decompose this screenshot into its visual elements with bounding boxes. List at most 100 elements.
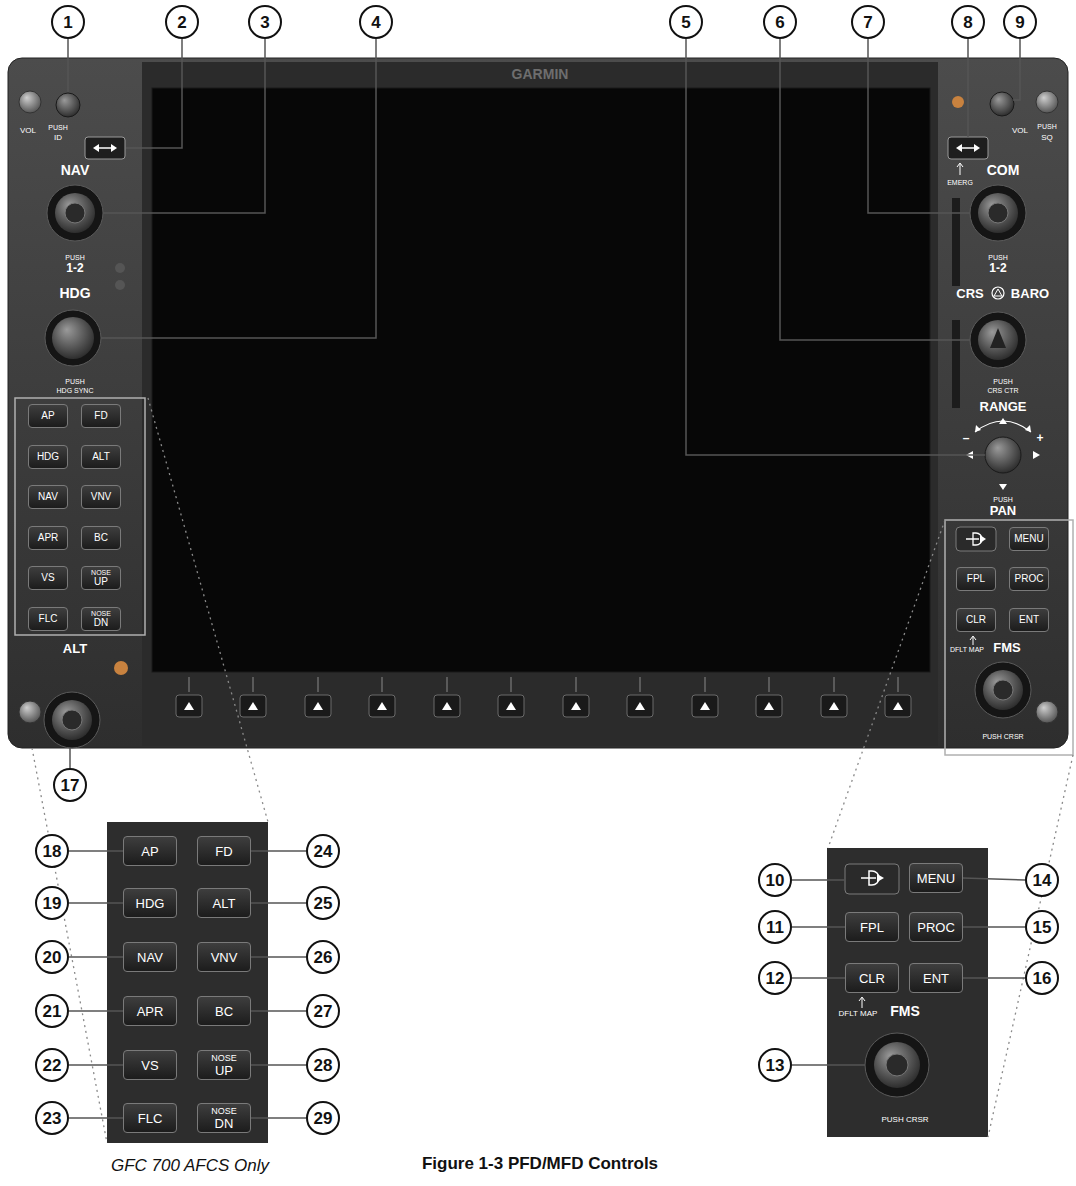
key-button: VNV: [197, 942, 251, 972]
fms-knob: [865, 1033, 929, 1097]
brand-logo: GARMIN: [512, 67, 569, 81]
callout-label: 10: [766, 872, 785, 889]
callout-label: 5: [681, 14, 690, 31]
button-label: VNV: [211, 951, 238, 964]
leader-line: [69, 1010, 123, 1012]
inset-note: GFC 700 AFCS Only: [111, 1157, 269, 1174]
button-label: VS: [41, 573, 54, 583]
panel-label: DFLT MAP: [839, 1010, 878, 1018]
dflt-map-arrow: [859, 997, 865, 1008]
softkey-arrow: [313, 702, 323, 710]
key-button: PROC: [909, 912, 963, 942]
key-button: FD: [197, 836, 251, 866]
zoom-line: [828, 520, 945, 848]
screen-frame: [142, 62, 938, 746]
swap-arrow: [962, 147, 974, 149]
button-label: NOSE: [91, 610, 111, 617]
leader-line: [963, 878, 1025, 880]
softkey-arrow: [248, 702, 258, 710]
callout-label: 3: [260, 14, 269, 31]
screw: [1036, 91, 1058, 113]
panel-label: CRS: [956, 287, 983, 300]
button-label: HDG: [136, 897, 165, 910]
button-label: PROC: [1015, 574, 1044, 584]
com-knob: [978, 193, 1018, 233]
panel-label: BARO: [1011, 287, 1049, 300]
button-label: FD: [215, 845, 232, 858]
callout-label: 2: [177, 14, 186, 31]
callout-label: 18: [43, 843, 62, 860]
callout-label: 16: [1033, 970, 1052, 987]
leader-line: [251, 1064, 306, 1066]
softkey: [692, 695, 718, 717]
swap-button: [85, 137, 125, 159]
key-button: VNV: [81, 485, 121, 509]
screw: [1036, 701, 1058, 723]
button-label: DN: [94, 618, 108, 628]
leader-line: [251, 1010, 306, 1012]
leader-line: [67, 39, 69, 92]
panel-label: DFLT MAP: [950, 646, 984, 653]
zoom-line: [32, 748, 107, 1143]
photocell: [114, 661, 128, 675]
key-button: HDG: [28, 445, 68, 469]
direct-to-icon: [980, 535, 986, 543]
button-label: NAV: [137, 951, 163, 964]
softkey-arrow: [700, 702, 710, 710]
leader-line: [69, 956, 123, 958]
button-label: CLR: [966, 615, 986, 625]
panel-label: HDG SYNC: [57, 387, 94, 394]
panel-label: PUSH: [993, 496, 1012, 503]
callout-number: 14: [1025, 863, 1059, 897]
button-label: FPL: [967, 574, 985, 584]
panel-label: FMS: [890, 1004, 920, 1018]
button-label: NOSE: [211, 1054, 237, 1063]
leader-line: [792, 926, 845, 928]
key-button: FPL: [845, 912, 899, 942]
range-arrow: [975, 425, 981, 432]
key-button: APR: [123, 996, 177, 1026]
softkey: [305, 695, 331, 717]
tick: [382, 677, 383, 692]
vol-knob: [990, 92, 1014, 116]
softkey: [176, 695, 202, 717]
softkey-ticks: [189, 677, 898, 692]
softkey-arrow: [635, 702, 645, 710]
leader-line: [69, 850, 123, 852]
alt-knob: [44, 692, 100, 748]
button-label: AP: [141, 845, 158, 858]
key-button: FPL: [956, 567, 996, 591]
screw: [19, 91, 41, 113]
figure-caption: Figure 1-3 PFD/MFD Controls: [422, 1155, 658, 1172]
button-label: ENT: [923, 972, 949, 985]
panel-label: PUSH: [48, 124, 67, 131]
key-button: HDG: [123, 888, 177, 918]
button-label: DN: [215, 1117, 234, 1130]
callout-label: 1: [63, 14, 72, 31]
screw: [19, 701, 41, 723]
fms-panel-outline: [945, 520, 1073, 755]
tick: [189, 677, 190, 692]
button-label: CLR: [859, 972, 885, 985]
alt-knob: [62, 710, 82, 730]
callout-label: 27: [314, 1003, 333, 1020]
button-label: BC: [215, 1005, 233, 1018]
callout-label: 4: [371, 14, 380, 31]
callout-number: 28: [306, 1048, 340, 1082]
leader-line: [251, 850, 306, 852]
leader-line: [251, 902, 306, 904]
tick: [447, 677, 448, 692]
key-button: ENT: [1009, 608, 1049, 632]
key-button: PROC: [1009, 567, 1049, 591]
leader-line: [1013, 39, 1020, 100]
softkey: [563, 695, 589, 717]
softkey-arrow: [184, 702, 194, 710]
swap-arrow: [974, 144, 980, 152]
callout-number: 5: [669, 5, 703, 39]
direct-to-icon: [966, 533, 982, 545]
bezel: [8, 58, 1068, 748]
key-button: APR: [28, 526, 68, 550]
key-button: CLR: [956, 608, 996, 632]
slot: [952, 198, 960, 286]
callout-label: 11: [766, 919, 784, 936]
